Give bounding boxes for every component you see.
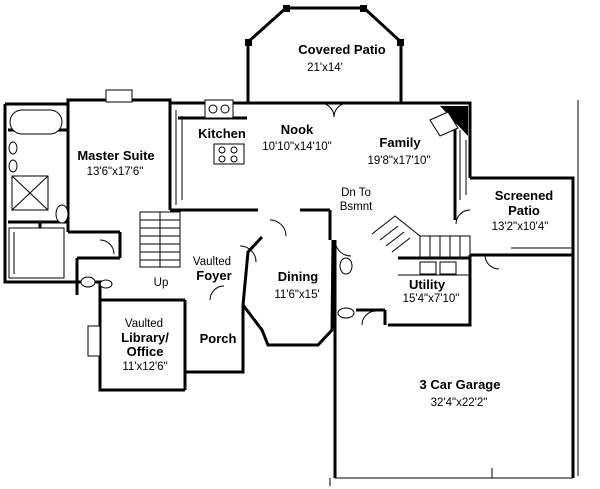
porch-name: Porch [200, 331, 237, 346]
utility-dims: 15'4"x7'10" [403, 293, 460, 305]
foyer-name-line2: Foyer [196, 268, 231, 283]
utility-fixtures [337, 257, 457, 319]
foyer-name-line1: Vaulted [193, 256, 231, 268]
dn-to-bsmnt-line1: Dn To [341, 187, 371, 199]
kitchen-name: Kitchen [198, 126, 246, 141]
interior-walls [8, 103, 470, 325]
family-name: Family [379, 135, 421, 150]
family-fireplace [429, 106, 468, 137]
library-fireplace [87, 325, 101, 357]
screened-patio-dims: 13'2"x10'4" [492, 221, 549, 233]
master-suite-name: Master Suite [77, 148, 154, 163]
library-name-line1: Vaulted [125, 318, 163, 330]
library-name-line2: Library/ [121, 330, 169, 345]
garage-dims: 32'4"x22'2" [431, 397, 488, 409]
covered-patio-name: Covered Patio [298, 42, 385, 57]
screened-patio-name-line1: Screened [495, 188, 554, 203]
master-toilet [55, 204, 69, 224]
screened-patio-name-line2: Patio [508, 203, 540, 218]
kitchen-sink [204, 99, 234, 119]
master-shower [11, 175, 49, 211]
nook-dims: 10'10"x14'10" [262, 141, 331, 153]
door-swings [99, 102, 500, 326]
dining-name: Dining [278, 269, 318, 284]
dining-dims: 11'6"x15' [274, 289, 319, 301]
master-suite-dims: 13'6"x17'6" [87, 166, 144, 178]
up-label: Up [154, 277, 169, 289]
master-vanity-sinks [8, 141, 18, 173]
master-bathtub [9, 109, 63, 135]
stairs-basement [371, 215, 471, 259]
dn-to-bsmnt-line2: Bsmnt [340, 201, 373, 213]
kitchen-range-island [213, 143, 245, 165]
family-dims: 19'8"x17'10" [367, 155, 430, 167]
utility-name: Utility [409, 277, 446, 292]
garage-name: 3 Car Garage [420, 377, 501, 392]
master-closet [8, 227, 65, 279]
library-dims: 11'x12'6" [122, 361, 167, 373]
powder-toilet [80, 276, 113, 289]
covered-patio-outline [245, 5, 404, 102]
stairs-main [139, 211, 181, 268]
library-name-line3: Office [127, 344, 164, 359]
master-fireplace [105, 89, 133, 103]
covered-patio-dims: 21'x14' [307, 62, 343, 74]
nook-name: Nook [281, 122, 314, 137]
